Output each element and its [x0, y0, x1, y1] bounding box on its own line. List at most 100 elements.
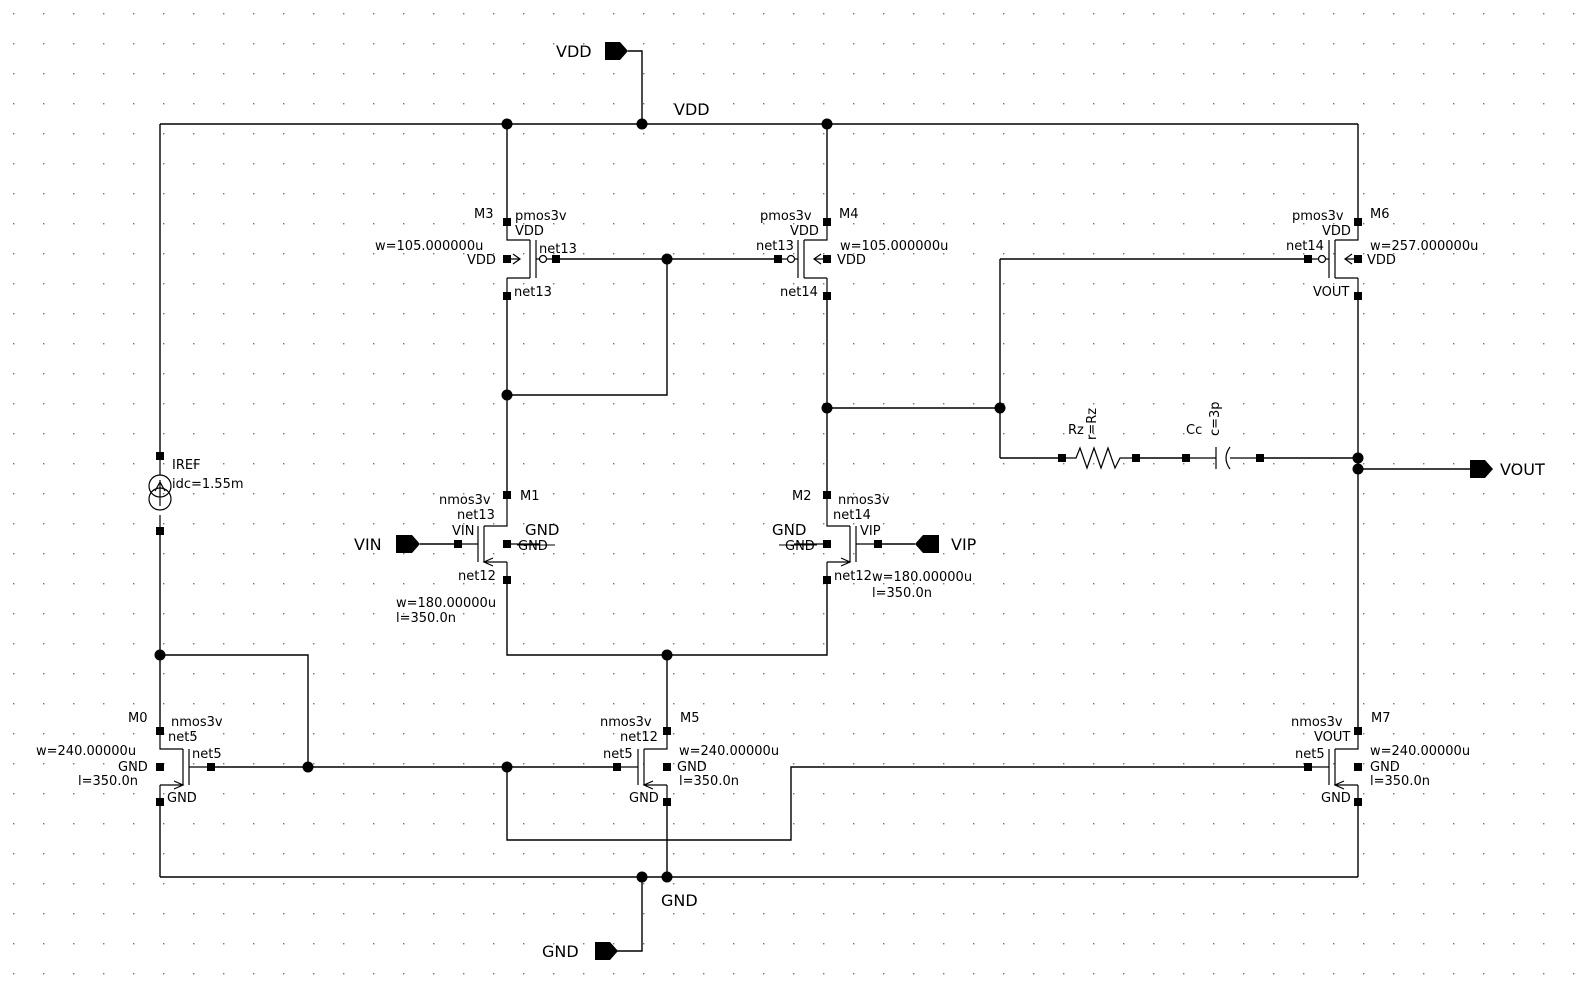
- wire-gnd-pin-stub: [617, 877, 643, 952]
- m1-model: nmos3v: [439, 493, 491, 508]
- m7-body: GND: [1370, 760, 1400, 775]
- pmos-gate-bubble-icon: [786, 254, 796, 264]
- vip-pin[interactable]: VIP: [915, 535, 977, 554]
- m5-source-net: GND: [629, 791, 659, 806]
- current-source-circle-icon: [148, 474, 172, 498]
- nmos-icon: [159, 731, 211, 802]
- pmos-icon: [778, 222, 828, 296]
- rz-value: r=Rz: [1085, 408, 1100, 440]
- iref-name: IREF: [172, 458, 201, 473]
- pin-terminal: [156, 452, 164, 460]
- m5-body: GND: [677, 760, 707, 775]
- junction-dot: [636, 118, 648, 130]
- junction-dot: [302, 761, 314, 773]
- m2-length: l=350.0n: [872, 586, 932, 601]
- m2-body-strike-label: GND: [785, 539, 815, 554]
- m4-body: VDD: [837, 253, 866, 268]
- transistor-m6[interactable]: M6 pmos3v VDD net14 w=257.000000u VDD VO…: [1286, 207, 1478, 300]
- m6-model: pmos3v: [1292, 209, 1344, 224]
- pin-terminal: [1058, 454, 1066, 462]
- resistor-rz[interactable]: Rz r=Rz: [1066, 408, 1132, 470]
- transistor-m5[interactable]: M5 nmos3v net12 net5 w=240.00000u GND l=…: [600, 711, 779, 806]
- m6-name: M6: [1370, 207, 1390, 222]
- current-source-iref[interactable]: IREF idc=1.55m: [148, 458, 244, 527]
- m1-body-strike-label: GND: [518, 539, 548, 554]
- cc-name: Cc: [1186, 423, 1202, 438]
- vip-pin-flag-icon: [915, 535, 939, 553]
- m6-width: w=257.000000u: [1370, 239, 1478, 254]
- pin-terminal: [663, 763, 671, 771]
- pmos-icon: [506, 222, 556, 296]
- m7-model: nmos3v: [1291, 715, 1343, 730]
- m4-model: pmos3v: [760, 209, 812, 224]
- m0-body: GND: [118, 760, 148, 775]
- capacitor-cc[interactable]: Cc c=3p: [1186, 401, 1256, 470]
- vin-pin-label: VIN: [354, 535, 382, 554]
- m6-body: VDD: [1367, 253, 1396, 268]
- m2-source-net: net12: [834, 569, 872, 584]
- vdd-pin-label: VDD: [556, 42, 592, 61]
- m7-length: l=350.0n: [1370, 774, 1430, 789]
- transistor-m2[interactable]: M2 nmos3v net14 VIP GND GND net12 w=180.…: [772, 489, 972, 601]
- transistor-m7[interactable]: M7 nmos3v VOUT net5 w=240.00000u GND l=3…: [1291, 711, 1470, 806]
- junction-dot: [661, 649, 673, 661]
- pin-terminal: [1132, 454, 1140, 462]
- m5-name: M5: [680, 711, 700, 726]
- m2-name: M2: [792, 489, 812, 504]
- m5-drain-net: net12: [620, 730, 658, 745]
- current-source-icon: [154, 460, 166, 527]
- m6-drain-net: VOUT: [1313, 285, 1349, 300]
- junction-dot: [501, 761, 513, 773]
- transistor-m4[interactable]: M4 pmos3v VDD net13 w=105.000000u VDD ne…: [756, 207, 948, 300]
- junction-dot: [994, 402, 1006, 414]
- transistor-m0[interactable]: M0 nmos3v net5 net5 w=240.00000u GND l=3…: [36, 711, 223, 806]
- current-source-circle-icon: [148, 487, 172, 511]
- vdd-pin-flag-icon: [605, 42, 628, 60]
- vout-pin[interactable]: VOUT: [1470, 460, 1545, 479]
- junction-dot: [154, 649, 166, 661]
- pin-terminal: [1256, 454, 1264, 462]
- wire-net5-loop: [160, 654, 309, 767]
- wire-m3-diode: [507, 259, 668, 396]
- resistor-zigzag-icon: [1066, 446, 1132, 470]
- m3-body: VDD: [467, 253, 496, 268]
- pmos-gate-bubble-icon: [538, 254, 548, 264]
- nmos-icon: [794, 495, 878, 580]
- vip-pin-label: VIP: [951, 535, 977, 554]
- pin-terminal: [1182, 454, 1190, 462]
- m0-model: nmos3v: [171, 715, 223, 730]
- junction-dot: [1352, 452, 1364, 464]
- m2-gate-net: VIP: [860, 524, 881, 539]
- m5-width: w=240.00000u: [679, 744, 779, 759]
- m7-width: w=240.00000u: [1370, 744, 1470, 759]
- gnd-pin[interactable]: GND: [542, 942, 618, 961]
- capacitor-icon: [1190, 446, 1256, 470]
- m2-body: GND: [772, 521, 806, 539]
- m2-width: w=180.00000u: [872, 570, 972, 585]
- vdd-pin[interactable]: VDD: [556, 42, 628, 61]
- vout-pin-flag-icon: [1470, 460, 1493, 478]
- m7-gate-net: net5: [1295, 747, 1325, 762]
- transistor-m3[interactable]: M3 pmos3v VDD net13 w=105.000000u VDD ne…: [375, 207, 577, 300]
- m3-gate-net: net13: [539, 242, 577, 257]
- m2-model: nmos3v: [838, 493, 890, 508]
- m0-length: l=350.0n: [78, 774, 138, 789]
- m4-name: M4: [839, 207, 859, 222]
- vin-pin[interactable]: VIN: [354, 535, 420, 554]
- pin-terminal: [1354, 763, 1362, 771]
- m5-length: l=350.0n: [679, 774, 739, 789]
- m2-drain-net: net14: [833, 508, 871, 523]
- m1-drain-net: net13: [457, 508, 495, 523]
- m4-width: w=105.000000u: [840, 239, 948, 254]
- m1-gate-net: VIN: [452, 524, 474, 539]
- transistor-m1[interactable]: M1 nmos3v net13 VIN GND GND net12 w=180.…: [396, 489, 559, 626]
- nmos-icon: [617, 731, 668, 802]
- wire-net5-to-m7: [506, 766, 1308, 841]
- m1-name: M1: [520, 489, 540, 504]
- m3-source-net: net13: [514, 285, 552, 300]
- vdd-rail-label: VDD: [674, 100, 710, 119]
- gnd-pin-label: GND: [542, 942, 579, 961]
- m4-drain-net: net14: [780, 285, 818, 300]
